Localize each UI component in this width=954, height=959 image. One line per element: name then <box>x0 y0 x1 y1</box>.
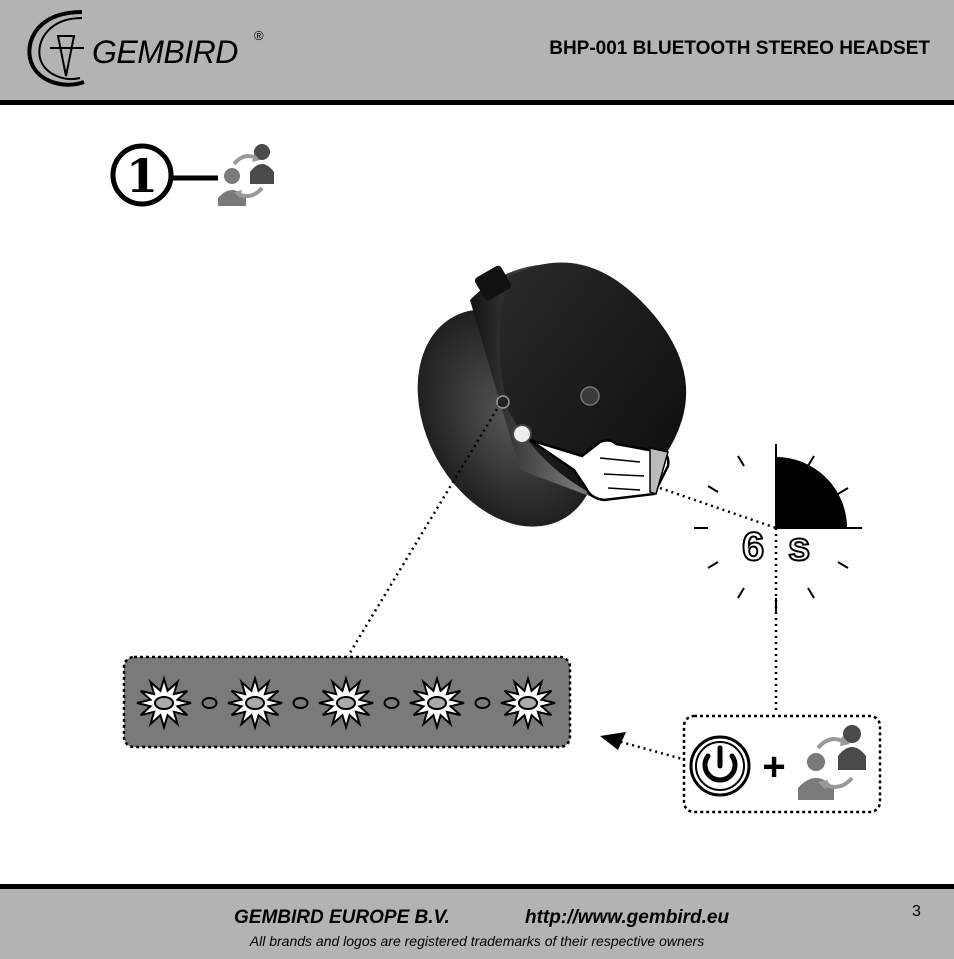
led-blink-pattern <box>122 655 572 749</box>
led-off-icon <box>383 697 400 709</box>
led-indicator <box>496 395 510 409</box>
pressing-hand-icon <box>529 438 670 502</box>
led-flash-icon <box>136 675 192 731</box>
arrow-head-icon <box>600 732 626 750</box>
page-title: BHP-001 BLUETOOTH STEREO HEADSET <box>549 38 930 59</box>
headset-earcup <box>417 262 687 527</box>
reset-button <box>580 386 600 406</box>
trademark-notice: All brands and logos are registered trad… <box>249 933 705 949</box>
led-off-icon <box>201 697 218 709</box>
page-footer: GEMBIRD EUROPE B.V. http://www.gembird.e… <box>0 884 954 959</box>
power-button-icon <box>689 735 751 797</box>
duration-value: 6 <box>741 524 766 570</box>
pairing-people-icon <box>798 725 866 800</box>
company-url[interactable]: http://www.gembird.eu <box>525 907 730 928</box>
timer-icon <box>694 444 862 612</box>
page-header: GEMBIRD ® BHP-001 BLUETOOTH STEREO HEADS… <box>0 0 954 105</box>
duration-unit: s <box>787 524 812 570</box>
led-flash-icon <box>227 675 283 731</box>
led-flash-icon <box>318 675 374 731</box>
gembird-logo: GEMBIRD ® <box>22 6 264 90</box>
leader-lines <box>346 403 778 762</box>
pairing-instruction-figure: 1 <box>0 105 954 884</box>
pairing-people-icon <box>218 144 274 206</box>
led-flash-icon <box>500 675 556 731</box>
led-flash-icon <box>409 675 465 731</box>
power-button <box>512 424 532 444</box>
logo-text: GEMBIRD <box>92 34 238 70</box>
step-number: 1 <box>126 149 158 203</box>
registered-mark: ® <box>254 28 264 43</box>
step-number-badge: 1 <box>110 143 218 207</box>
power-plus-pair-box: + <box>682 714 882 814</box>
led-off-icon <box>292 697 309 709</box>
company-name: GEMBIRD EUROPE B.V. <box>234 907 450 928</box>
led-off-icon <box>474 697 491 709</box>
plus-sign: + <box>762 745 785 789</box>
page-number: 3 <box>912 903 921 920</box>
